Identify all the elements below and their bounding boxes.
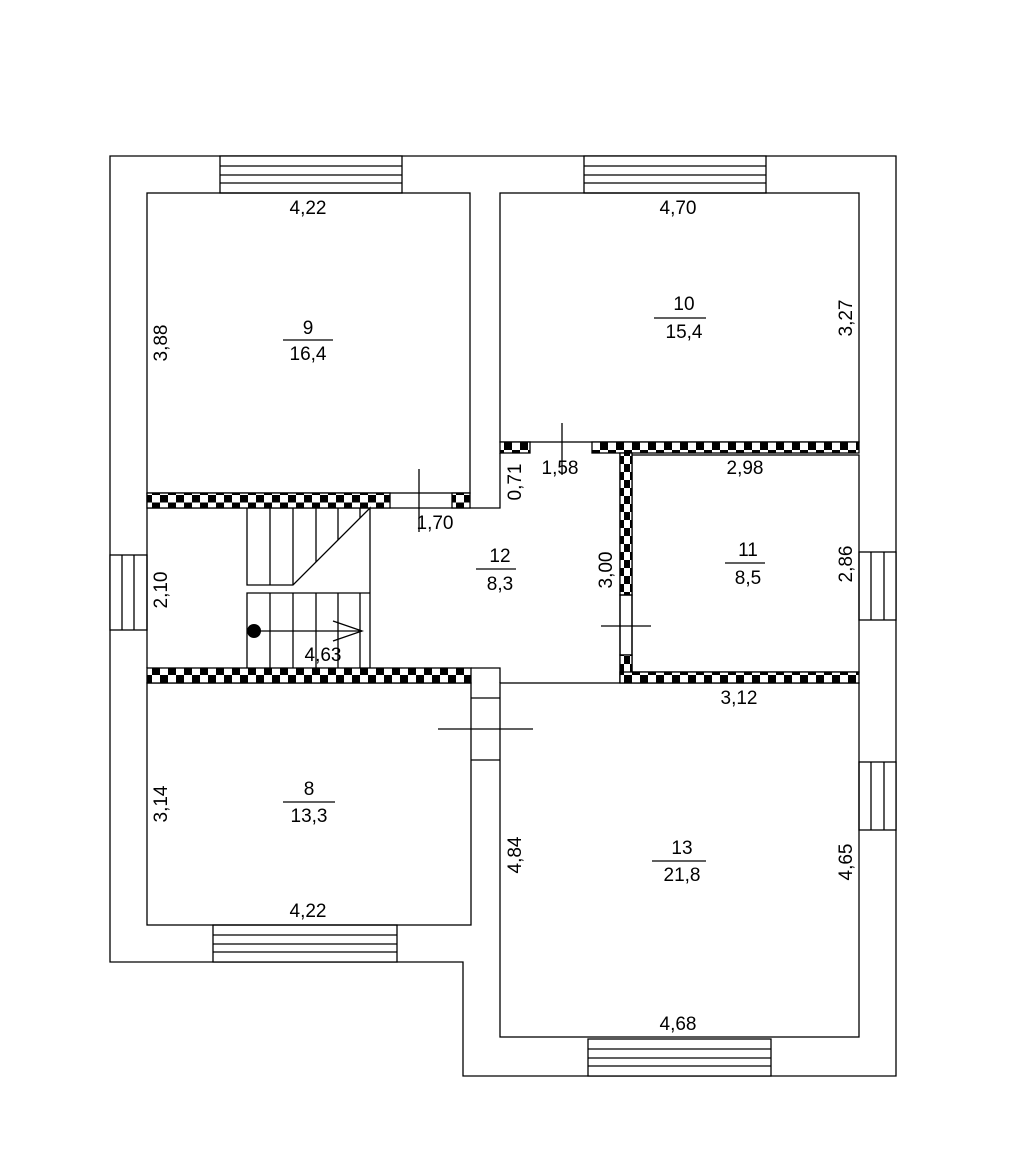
partition-wall: [591, 441, 860, 454]
dim-r11-right: 2,86: [836, 546, 857, 583]
svg-text:16,4: 16,4: [290, 344, 327, 365]
dim-r13-bottom: 4,68: [660, 1014, 697, 1035]
partition-wall: [619, 452, 633, 596]
dim-r9-top: 4,22: [290, 198, 327, 219]
staircase: [246, 506, 371, 668]
room-13-outline: [499, 682, 860, 1038]
door-room-8: [438, 697, 533, 761]
window-right-lower: [858, 761, 897, 831]
partition-wall: [451, 492, 471, 509]
outer-wall: [109, 155, 897, 1077]
dim-r12-stair: 4,63: [305, 645, 342, 666]
window-bottom-right: [587, 1038, 772, 1077]
stair-start-dot: [247, 624, 261, 638]
room-label-10: 10 15,4: [654, 294, 706, 343]
room-label-8: 8 13,3: [283, 779, 335, 827]
door-opening: [619, 594, 633, 656]
dim-r12-b: 1,58: [542, 458, 579, 479]
dim-r13-left: 4,84: [505, 836, 526, 873]
room-label-11: 11 8,5: [725, 540, 765, 589]
dim-r13-right: 4,65: [836, 844, 857, 881]
partition-wall: [499, 441, 531, 454]
dim-r8-bottom: 4,22: [290, 901, 327, 922]
partition-wall: [619, 671, 860, 684]
window-left: [109, 554, 148, 631]
room-label-13: 13 21,8: [652, 838, 706, 886]
dim-r9-left: 3,88: [151, 325, 172, 362]
room-label-12: 12 8,3: [476, 546, 516, 595]
svg-text:8: 8: [304, 779, 315, 800]
svg-text:8,3: 8,3: [487, 574, 513, 595]
dim-r12-a: 0,71: [505, 464, 526, 501]
svg-text:11: 11: [738, 540, 758, 561]
window-right-upper: [858, 551, 897, 621]
hall-outline: [146, 453, 632, 683]
dim-r12-c: 1,70: [417, 513, 454, 534]
window-top-right: [583, 155, 767, 194]
svg-text:15,4: 15,4: [666, 322, 703, 343]
partition-wall: [146, 492, 391, 509]
dim-r10-top: 4,70: [660, 198, 697, 219]
dim-r10-right: 3,27: [836, 300, 857, 337]
window-bottom-left: [212, 924, 398, 963]
dim-r8-left: 3,14: [151, 785, 172, 822]
svg-text:8,5: 8,5: [735, 568, 761, 589]
room-label-9: 9 16,4: [283, 318, 333, 365]
svg-text:13: 13: [671, 838, 692, 859]
room-9-outline: [146, 192, 471, 494]
svg-text:12: 12: [489, 546, 510, 567]
dim-r11-top: 2,98: [727, 458, 764, 479]
dim-r11-bottom: 3,12: [721, 688, 758, 709]
partition-wall: [146, 667, 472, 684]
svg-text:9: 9: [303, 318, 314, 339]
window-top-left: [219, 155, 403, 194]
dim-r12-left: 2,10: [151, 572, 172, 609]
svg-text:13,3: 13,3: [291, 806, 328, 827]
svg-text:10: 10: [673, 294, 694, 315]
room-8-outline: [146, 682, 472, 926]
dim-r12-right: 3,00: [596, 552, 617, 589]
svg-text:21,8: 21,8: [664, 865, 701, 886]
